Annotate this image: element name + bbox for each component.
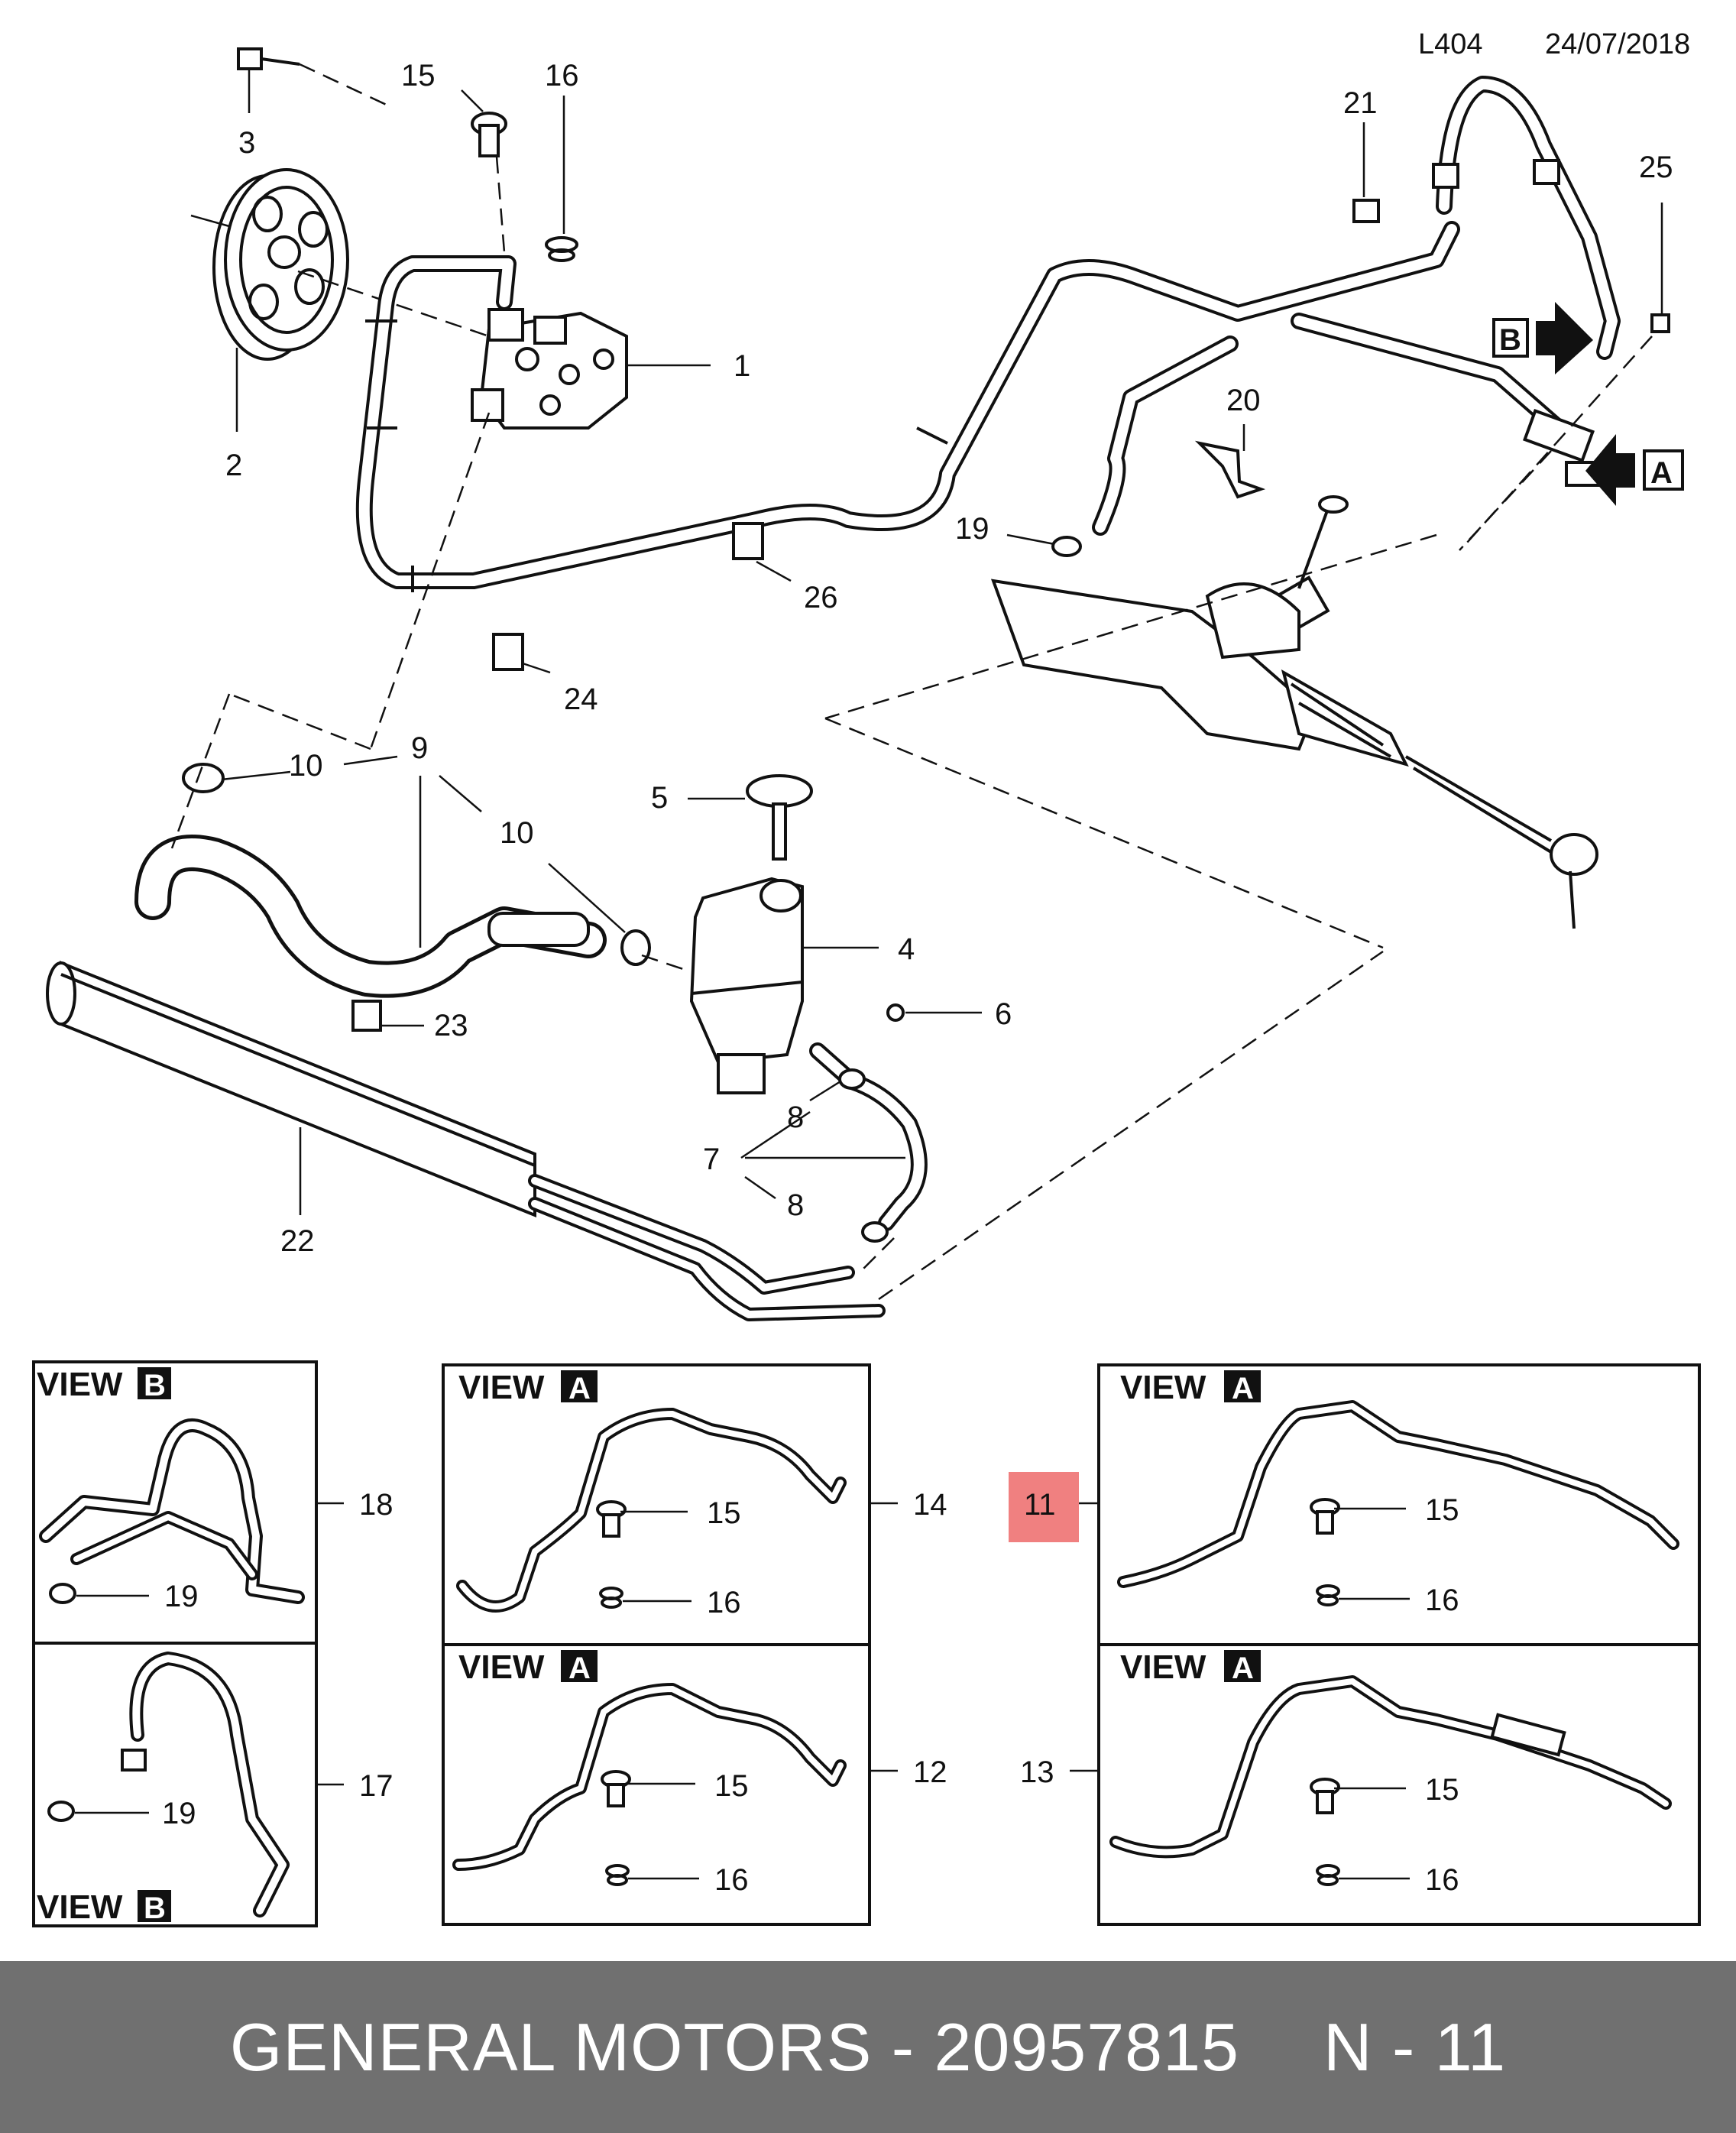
view-b-arrow: B [1492, 302, 1593, 374]
view-a-panel-14: VIEW A 15 16 [442, 1363, 898, 1646]
callout-11-highlight [1009, 1472, 1079, 1542]
arrow-b-letter: B [1499, 323, 1521, 357]
view-a-panel-12: VIEW A 15 16 [442, 1643, 898, 1926]
view-b-bottom-word: VIEW [37, 1888, 123, 1926]
callout-12: 12 [913, 1755, 947, 1789]
suction-hose-9 [134, 412, 688, 998]
footer-bar: GENERAL MOTORS - 20957815 N - 11 [0, 1961, 1736, 2133]
view-a-panel-11: VIEW A 15 16 [1097, 1363, 1701, 1646]
diagram-code: L404 [1418, 28, 1483, 60]
view-a-panel-13: VIEW A 15 16 [1070, 1643, 1701, 1926]
view-a13-16: 16 [1425, 1863, 1459, 1897]
callout-13: 13 [1020, 1755, 1054, 1789]
pulley-2 [190, 168, 490, 432]
callout-8-bottom: 8 [787, 1188, 804, 1222]
view-b-panel-17: 19 VIEW B [32, 1642, 344, 1927]
callout-14: 14 [913, 1488, 947, 1522]
view-b-bottom-19: 19 [162, 1797, 196, 1830]
callout-17: 17 [359, 1769, 394, 1803]
callout-7: 7 [703, 1143, 720, 1176]
view-a14-15: 15 [707, 1496, 741, 1530]
view-a11-16: 16 [1425, 1584, 1459, 1617]
callout-20: 20 [1226, 384, 1261, 417]
view-a12-15: 15 [714, 1769, 749, 1803]
callout-24: 24 [564, 682, 598, 716]
return-pipe [1092, 336, 1239, 536]
view-a14-letter: A [568, 1372, 591, 1405]
clip-21 [1352, 122, 1380, 223]
clip-24 [492, 633, 551, 674]
plug-15 [461, 89, 509, 291]
callout-1: 1 [734, 349, 750, 383]
callout-21: 21 [1343, 86, 1378, 120]
view-a-arrow: A [1585, 434, 1684, 506]
callout-8-top: 8 [787, 1101, 804, 1134]
callout-18: 18 [359, 1488, 394, 1522]
clip-26 [732, 522, 792, 582]
callout-26: 26 [804, 581, 838, 614]
footer-brand-part-number: GENERAL MOTORS - 20957815 [229, 2008, 1239, 2085]
reservoir-cap-5 [688, 774, 813, 861]
view-a13-15: 15 [1425, 1773, 1459, 1807]
view-b-top-word: VIEW [37, 1366, 123, 1403]
callout-22: 22 [280, 1224, 315, 1258]
view-b-bottom-letter: B [144, 1891, 166, 1925]
upper-hose [1432, 76, 1621, 360]
bolt-3 [237, 47, 392, 113]
screw-6 [886, 1003, 982, 1022]
callout-11: 11 [1024, 1488, 1056, 1522]
callout-23: 23 [434, 1009, 468, 1042]
callout-5: 5 [651, 781, 668, 815]
footer-page-ref: N - 11 [1323, 2008, 1507, 2085]
steering-rack [824, 495, 1598, 949]
diagram-date: 24/07/2018 [1545, 28, 1690, 60]
callout-2: 2 [225, 449, 242, 482]
view-a12-16: 16 [714, 1863, 749, 1897]
bracket-20 [1194, 424, 1266, 499]
power-steering-parts-diagram: L404 24/07/2018 3 2 1 [32, 28, 1701, 1927]
callout-15: 15 [401, 59, 436, 92]
view-a12-letter: A [568, 1652, 591, 1685]
callout-4: 4 [898, 932, 915, 966]
callout-6: 6 [995, 997, 1012, 1031]
reservoir-4 [689, 877, 879, 1094]
clip-23 [351, 1000, 424, 1032]
callout-10-left: 10 [289, 749, 323, 783]
o-ring-16 [545, 96, 578, 262]
view-a11-letter: A [1232, 1372, 1254, 1405]
view-a11-word: VIEW [1120, 1369, 1206, 1406]
view-a13-letter: A [1232, 1652, 1254, 1685]
callout-16: 16 [545, 59, 579, 92]
arrow-a-letter: A [1650, 456, 1673, 490]
view-a14-word: VIEW [458, 1369, 545, 1406]
view-b-top-19: 19 [164, 1580, 199, 1613]
callout-10-right: 10 [500, 816, 534, 850]
callout-19: 19 [955, 512, 989, 546]
callout-3: 3 [238, 126, 255, 160]
return-pipe-7 [740, 1042, 928, 1269]
callout-25: 25 [1639, 151, 1673, 184]
view-b-top-letter: B [144, 1369, 166, 1402]
clamp-19 [1006, 533, 1082, 557]
callout-9: 9 [411, 731, 428, 765]
steering-pump-1 [471, 308, 711, 430]
pressure-hose [355, 221, 1460, 592]
view-b-panel-18: VIEW B 19 [32, 1360, 344, 1645]
bolt-25 [1466, 203, 1670, 543]
oil-cooler-22 [46, 950, 1384, 1321]
view-a14-16: 16 [707, 1586, 741, 1619]
view-a13-word: VIEW [1120, 1648, 1206, 1686]
view-a11-15: 15 [1425, 1493, 1459, 1527]
view-a12-word: VIEW [458, 1648, 545, 1686]
